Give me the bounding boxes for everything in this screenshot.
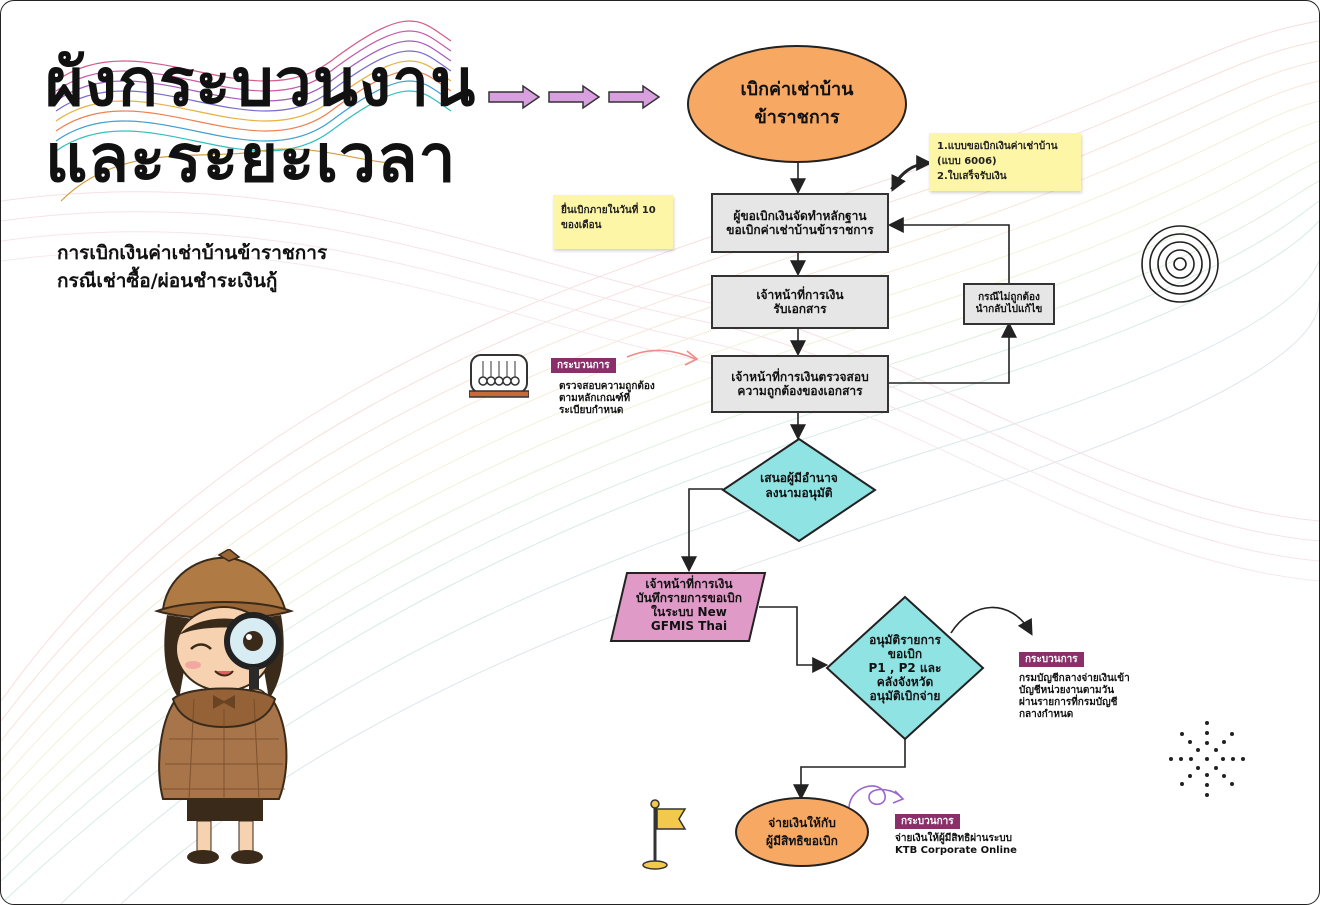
step-prepare-documents: ผู้ขอเบิกเงินจัดทำหลักฐาน ขอเบิกค่าเช่าบ…	[711, 193, 889, 253]
note-forms-line-3: 2.ใบเสร็จรับเงิน	[937, 171, 1007, 182]
decision1-line-1: เสนอผู้มีอำนาจ	[760, 471, 838, 485]
process-transfer-text: กรมบัญชีกลางจ่ายเงินเข้า บัญชีหน่วยงานตา…	[1019, 673, 1130, 721]
end-node: จ่ายเงินให้กับ ผู้มีสิทธิขอเบิก	[735, 797, 869, 867]
process1-line-3: ระเบียบกำหนด	[559, 405, 624, 416]
detective-illustration	[153, 549, 295, 864]
process2-line-3: ผ่านรายการที่กรมบัญชี	[1019, 697, 1118, 708]
correction-box: กรณีไม่ถูกต้อง นำกลับไปแก้ไข	[963, 283, 1055, 325]
record-parallelogram	[609, 572, 767, 642]
start-node: เบิกค่าเช่าบ้าน ข้าราชการ	[687, 45, 907, 163]
concentric-circles-icon	[1141, 225, 1219, 303]
record-line-3: ในระบบ New	[651, 605, 727, 619]
arrow-icon	[608, 84, 661, 110]
end-line-2: ผู้มีสิทธิขอเบิก	[766, 834, 838, 848]
step2-line-1: เจ้าหน้าที่การเงิน	[756, 288, 844, 302]
arrow-icon	[488, 84, 541, 110]
step1-line-1: ผู้ขอเบิกเงินจัดทำหลักฐาน	[733, 209, 867, 223]
newtons-cradle-icon	[469, 354, 529, 398]
process2-line-2: บัญชีหน่วยงานตามวัน	[1019, 685, 1115, 696]
decision2-line-3: P1 , P2 และ	[868, 661, 942, 675]
start-line-1: เบิกค่าเช่าบ้าน	[740, 79, 854, 100]
title-line-2: และระยะเวลา	[45, 120, 457, 197]
note-deadline-line-2: ของเดือน	[561, 220, 602, 231]
record-text: เจ้าหน้าที่การเงิน บันทึกรายการขอเบิก ใน…	[619, 577, 759, 633]
process2-line-1: กรมบัญชีกลางจ่ายเงินเข้า	[1019, 673, 1130, 684]
decision2-line-5: อนุมัติเบิกจ่าย	[869, 689, 941, 703]
starburst-dots-icon	[1169, 721, 1245, 797]
decision-disburse-diamond	[825, 595, 985, 741]
note-deadline-line-1: ยื่นเบิกภายในวันที่ 10	[561, 205, 656, 216]
step-receive-documents: เจ้าหน้าที่การเงิน รับเอกสาร	[711, 275, 889, 329]
decision2-line-4: คลังจังหวัด	[876, 675, 934, 689]
subtitle-line-2: กรณีเช่าซื้อ/ผ่อนชำระเงินกู้	[57, 270, 278, 292]
record-line-1: เจ้าหน้าที่การเงิน	[645, 577, 733, 591]
process-verify-info: กระบวนการ	[551, 353, 616, 373]
start-line-2: ข้าราชการ	[754, 107, 840, 128]
process-tag: กระบวนการ	[1019, 652, 1084, 667]
step2-line-2: รับเอกสาร	[773, 302, 827, 316]
process-tag: กระบวนการ	[895, 814, 960, 829]
decision-approve-text: เสนอผู้มีอำนาจ ลงนามอนุมัติ	[739, 471, 859, 501]
intro-arrows	[488, 84, 661, 110]
note-forms-line-1: 1.แบบขอเบิกเงินค่าเช่าบ้าน	[937, 141, 1058, 152]
step-verify-documents: เจ้าหน้าที่การเงินตรวจสอบ ความถูกต้องของ…	[711, 355, 889, 413]
process1-line-2: ตามหลักเกณฑ์ที่	[559, 393, 631, 404]
record-line-2: บันทึกรายการขอเบิก	[635, 591, 743, 605]
step3-line-1: เจ้าหน้าที่การเงินตรวจสอบ	[731, 370, 869, 384]
process1-line-1: ตรวจสอบความถูกต้อง	[559, 381, 655, 392]
decision1-line-2: ลงนามอนุมัติ	[765, 486, 833, 500]
process2-line-4: กลางกำหนด	[1019, 709, 1074, 720]
page-title: ผังกระบวนงาน และระยะเวลา	[45, 45, 476, 197]
end-line-1: จ่ายเงินให้กับ	[768, 816, 836, 830]
step3-line-2: ความถูกต้องของเอกสาร	[737, 384, 863, 398]
page-subtitle: การเบิกเงินค่าเช่าบ้านข้าราชการ กรณีเช่า…	[57, 239, 327, 295]
process-transfer-info: กระบวนการ	[1019, 647, 1084, 667]
decision2-line-2: ขอเบิก	[887, 647, 923, 661]
process3-line-2: KTB Corporate Online	[895, 845, 1017, 856]
record-line-4: GFMIS Thai	[650, 619, 728, 633]
decision-disburse-text: อนุมัติรายการ ขอเบิก P1 , P2 และ คลังจัง…	[845, 633, 965, 703]
decision2-line-1: อนุมัติรายการ	[869, 633, 941, 647]
title-line-1: ผังกระบวนงาน	[45, 44, 477, 121]
process-tag: กระบวนการ	[551, 358, 616, 373]
correction-line-2: นำกลับไปแก้ไข	[975, 304, 1043, 315]
process3-line-1: จ่ายเงินให้ผู้มีสิทธิผ่านระบบ	[895, 833, 1012, 844]
process-verify-text: ตรวจสอบความถูกต้อง ตามหลักเกณฑ์ที่ ระเบี…	[559, 381, 655, 417]
note-required-forms: 1.แบบขอเบิกเงินค่าเช่าบ้าน (แบบ 6006) 2.…	[929, 133, 1081, 191]
note-forms-line-2: (แบบ 6006)	[937, 156, 997, 167]
step1-line-2: ขอเบิกค่าเช่าบ้านข้าราชการ	[726, 223, 874, 237]
arrow-icon	[548, 84, 601, 110]
process-payment-info: กระบวนการ	[895, 809, 960, 829]
subtitle-line-1: การเบิกเงินค่าเช่าบ้านข้าราชการ	[57, 242, 328, 264]
note-deadline: ยื่นเบิกภายในวันที่ 10 ของเดือน	[553, 195, 673, 249]
process-payment-text: จ่ายเงินให้ผู้มีสิทธิผ่านระบบ KTB Corpor…	[895, 833, 1017, 857]
decision-approve-diamond	[721, 437, 877, 543]
flag-icon	[642, 799, 687, 870]
correction-line-1: กรณีไม่ถูกต้อง	[978, 292, 1040, 303]
